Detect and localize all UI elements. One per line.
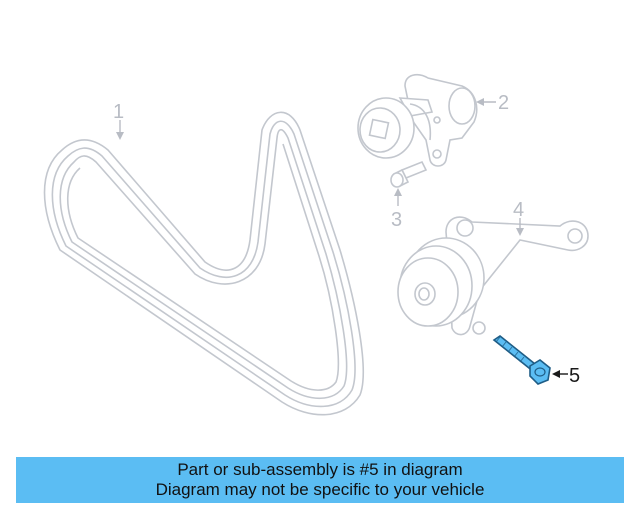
callout-number-3: 3	[391, 209, 402, 231]
callout-number-5: 5	[569, 365, 580, 387]
callout-number-1: 1	[113, 101, 124, 123]
tensioner-part-2	[357, 73, 478, 167]
idler-pulley-part-4	[397, 216, 589, 336]
callout-2: 2	[476, 92, 509, 114]
belt-part-1	[43, 111, 365, 416]
banner-line-part-number: Part or sub-assembly is #5 in diagram	[177, 460, 463, 479]
callout-3: 3	[391, 188, 402, 231]
callout-5: 5	[552, 365, 580, 387]
bolt-part-3	[390, 160, 428, 188]
callout-number-2: 2	[498, 92, 509, 114]
banner-line-disclaimer: Diagram may not be specific to your vehi…	[155, 480, 485, 499]
callout-4: 4	[513, 199, 524, 236]
callout-1: 1	[113, 101, 124, 140]
bolt-part-5[interactable]	[492, 335, 551, 385]
info-banner: Part or sub-assembly is #5 in diagram Di…	[16, 457, 624, 503]
callout-number-4: 4	[513, 199, 524, 221]
parts-diagram: 1 2 3 4 5	[43, 73, 589, 416]
